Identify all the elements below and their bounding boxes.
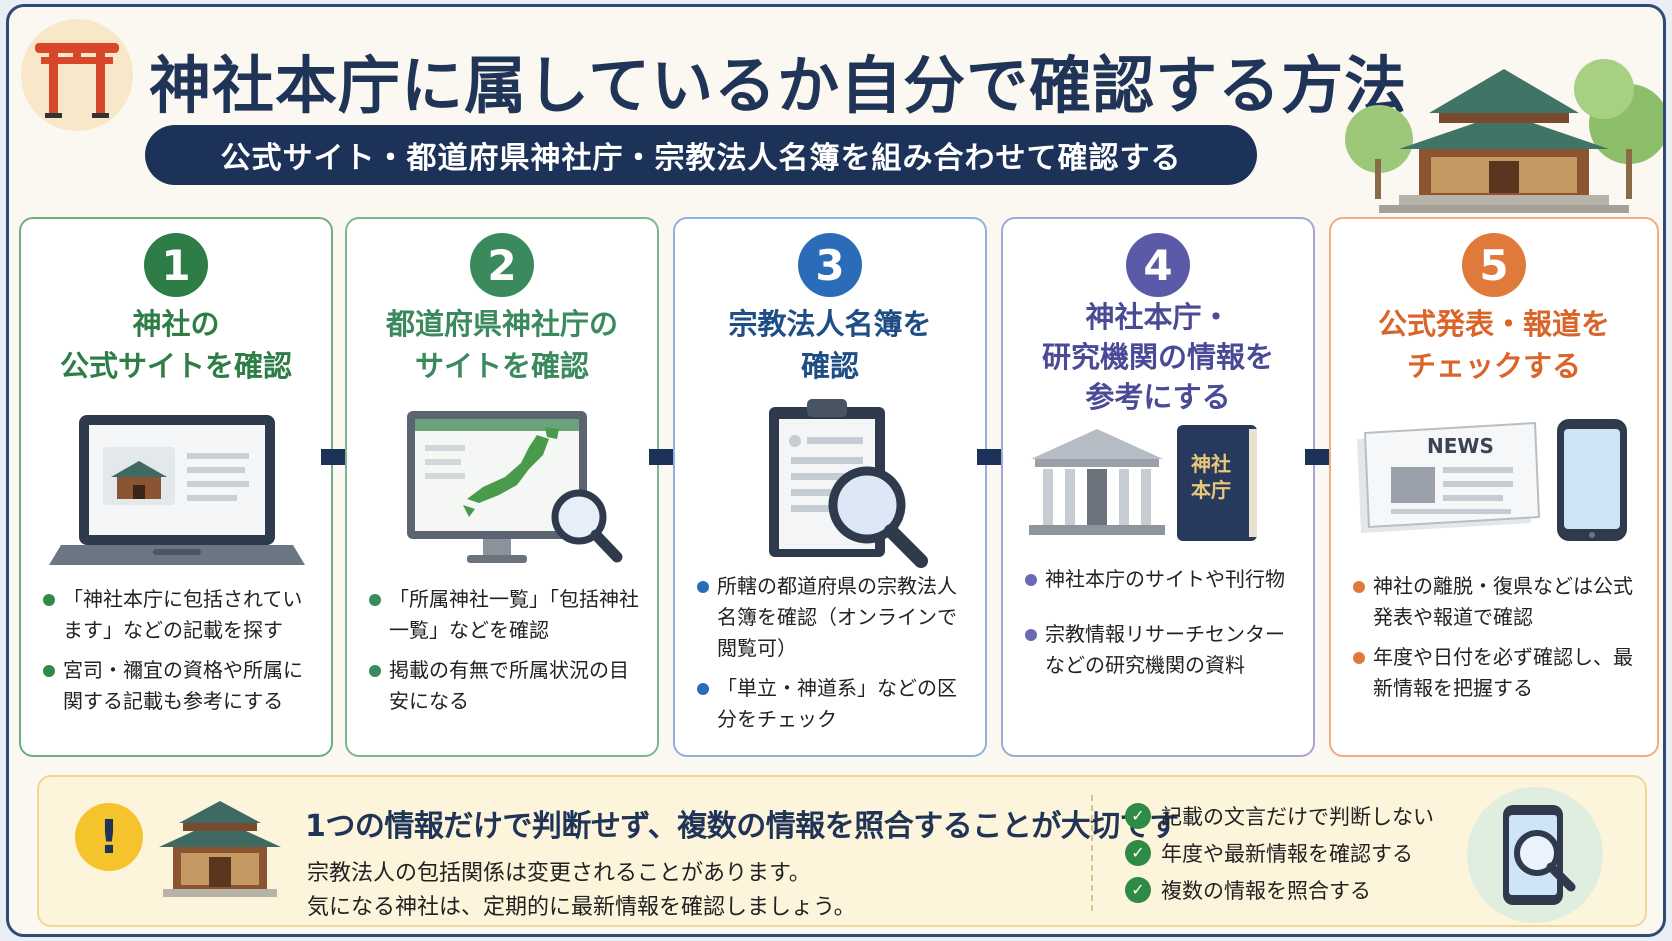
step-3-number: 3 [798, 233, 862, 297]
checklist-item: ✓ 複数の情報を照合する [1125, 871, 1434, 908]
step-2-card: 2 都道府県神社庁の サイトを確認 「所属神社一覧」 [345, 217, 659, 757]
subtitle-banner: 公式サイト・都道府県神社庁・宗教法人名簿を組み合わせて確認する [145, 125, 1257, 185]
book-label-line-2: 本庁 [1191, 478, 1231, 502]
summary-text-line-1: 宗教法人の包括関係は変更されることがあります。 [307, 861, 811, 886]
step-5-bullet: 年度や日付を必ず確認し、最新情報を把握する [1351, 642, 1647, 704]
summary-text-line-2: 気になる神社は、定期的に最新情報を確認しましょう。 [307, 895, 856, 920]
newspaper-phone-icon: NEWS [1351, 419, 1641, 559]
step-2-bullet: 「所属神社一覧」「包括神社一覧」などを確認 [367, 584, 647, 646]
news-label: NEWS [1427, 434, 1494, 458]
summary-text: 宗教法人の包括関係は変更されることがあります。 気になる神社は、定期的に最新情報… [307, 857, 856, 925]
step-3-title: 宗教法人名簿を 確認 [683, 303, 977, 387]
step-3-title-line-1: 宗教法人名簿を [728, 307, 932, 341]
step-3-bullet: 「単立・神道系」などの区分をチェック [695, 673, 975, 735]
institution-book-icon: 神社 本庁 [1023, 419, 1295, 549]
divider [1091, 795, 1093, 911]
step-5-title: 公式発表・報道を チェックする [1339, 303, 1649, 387]
step-4-number: 4 [1126, 233, 1190, 297]
checklist-item: ✓ 記載の文言だけで判断しない [1125, 797, 1434, 834]
step-2-bullet: 掲載の有無で所属状況の目安になる [367, 655, 647, 717]
torii-icon [21, 19, 133, 131]
summary-headline: 1つの情報だけで判断せず、複数の情報を照合することが大切です [305, 809, 1179, 844]
step-1-card: 1 神社の 公式サイトを確認 「神社本庁に包括されています」などの記載 [19, 217, 333, 757]
step-3-card: 3 宗教法人名簿を 確認 所轄の都道府県の宗教法人名簿を確認（オンラインで閲覧可… [673, 217, 987, 757]
step-2-bullets: 「所属神社一覧」「包括神社一覧」などを確認 掲載の有無で所属状況の目安になる [367, 584, 647, 726]
step-1-title: 神社の 公式サイトを確認 [29, 303, 323, 387]
laptop-shrine-icon [41, 399, 313, 589]
step-3-title-line-2: 確認 [800, 349, 859, 383]
summary-panel: ! 1つの情報だけで判断せず、複数の情報を照合することが大切です 宗教法人の包括… [37, 775, 1647, 927]
check-icon: ✓ [1125, 839, 1151, 866]
step-1-bullet: 宮司・禰宜の資格や所属に関する記載も参考にする [41, 655, 321, 717]
step-2-title-line-1: 都道府県神社庁の [385, 307, 618, 341]
step-3-bullet: 所轄の都道府県の宗教法人名簿を確認（オンラインで閲覧可） [695, 571, 975, 664]
step-4-card: 4 神社本庁・ 研究機関の情報を 参考にする 神社 本庁 神社 [1001, 217, 1315, 757]
check-icon: ✓ [1125, 802, 1151, 829]
step-4-title: 神社本庁・ 研究機関の情報を 参考にする [1011, 297, 1305, 417]
step-4-title-line-2: 研究機関の情報を [1041, 340, 1274, 374]
book-label-line-1: 神社 [1191, 452, 1231, 476]
step-1-bullets: 「神社本庁に包括されています」などの記載を探す 宮司・禰宜の資格や所属に関する記… [41, 584, 321, 726]
step-1-number: 1 [144, 233, 208, 297]
shrine-illustration-icon [1339, 29, 1663, 219]
step-4-title-line-1: 神社本庁・ [1085, 300, 1231, 334]
step-1-bullet: 「神社本庁に包括されています」などの記載を探す [41, 584, 321, 646]
infographic-frame: 神社本庁に属しているか自分で確認する方法 公式サイト・都道府県神社庁・宗教法人名… [6, 4, 1666, 937]
checklist-item-label: 複数の情報を照合する [1161, 878, 1371, 903]
monitor-japan-map-icon [367, 399, 639, 589]
checklist-item-label: 記載の文言だけで判断しない [1161, 804, 1434, 829]
clipboard-magnifier-icon [695, 399, 967, 589]
step-1-title-line-2: 公式サイトを確認 [59, 349, 292, 383]
checklist: ✓ 記載の文言だけで判断しない ✓ 年度や最新情報を確認する ✓ 複数の情報を照… [1125, 797, 1434, 908]
step-2-title-line-2: サイトを確認 [414, 349, 589, 383]
step-5-bullet: 神社の離脱・復県などは公式発表や報道で確認 [1351, 571, 1647, 633]
step-4-bullet: 神社本庁のサイトや刊行物 [1023, 564, 1303, 595]
step-5-title-line-2: チェックする [1406, 349, 1581, 383]
phone-magnifier-icon [1467, 787, 1603, 923]
step-2-number: 2 [470, 233, 534, 297]
step-1-title-line-1: 神社の [132, 307, 220, 341]
checklist-item-label: 年度や最新情報を確認する [1161, 841, 1413, 866]
step-5-card: 5 公式発表・報道を チェックする NEWS 神社の離脱・復県などは公式発表や報… [1329, 217, 1659, 757]
shrine-icon [155, 797, 285, 907]
page-title: 神社本庁に属しているか自分で確認する方法 [149, 49, 1408, 122]
step-5-number: 5 [1462, 233, 1526, 297]
checklist-item: ✓ 年度や最新情報を確認する [1125, 834, 1434, 871]
step-3-bullets: 所轄の都道府県の宗教法人名簿を確認（オンラインで閲覧可） 「単立・神道系」などの… [695, 571, 975, 744]
subtitle-text: 公式サイト・都道府県神社庁・宗教法人名簿を組み合わせて確認する [220, 141, 1182, 176]
check-icon: ✓ [1125, 876, 1151, 903]
step-4-bullet: 宗教情報リサーチセンターなどの研究機関の資料 [1023, 619, 1303, 681]
step-5-title-line-1: 公式発表・報道を [1377, 307, 1610, 341]
step-2-title: 都道府県神社庁の サイトを確認 [355, 303, 649, 387]
step-4-title-line-3: 参考にする [1085, 380, 1231, 414]
step-5-bullets: 神社の離脱・復県などは公式発表や報道で確認 年度や日付を必ず確認し、最新情報を把… [1351, 571, 1647, 713]
warning-icon: ! [75, 803, 143, 871]
step-4-bullets: 神社本庁のサイトや刊行物 宗教情報リサーチセンターなどの研究機関の資料 [1023, 564, 1303, 690]
